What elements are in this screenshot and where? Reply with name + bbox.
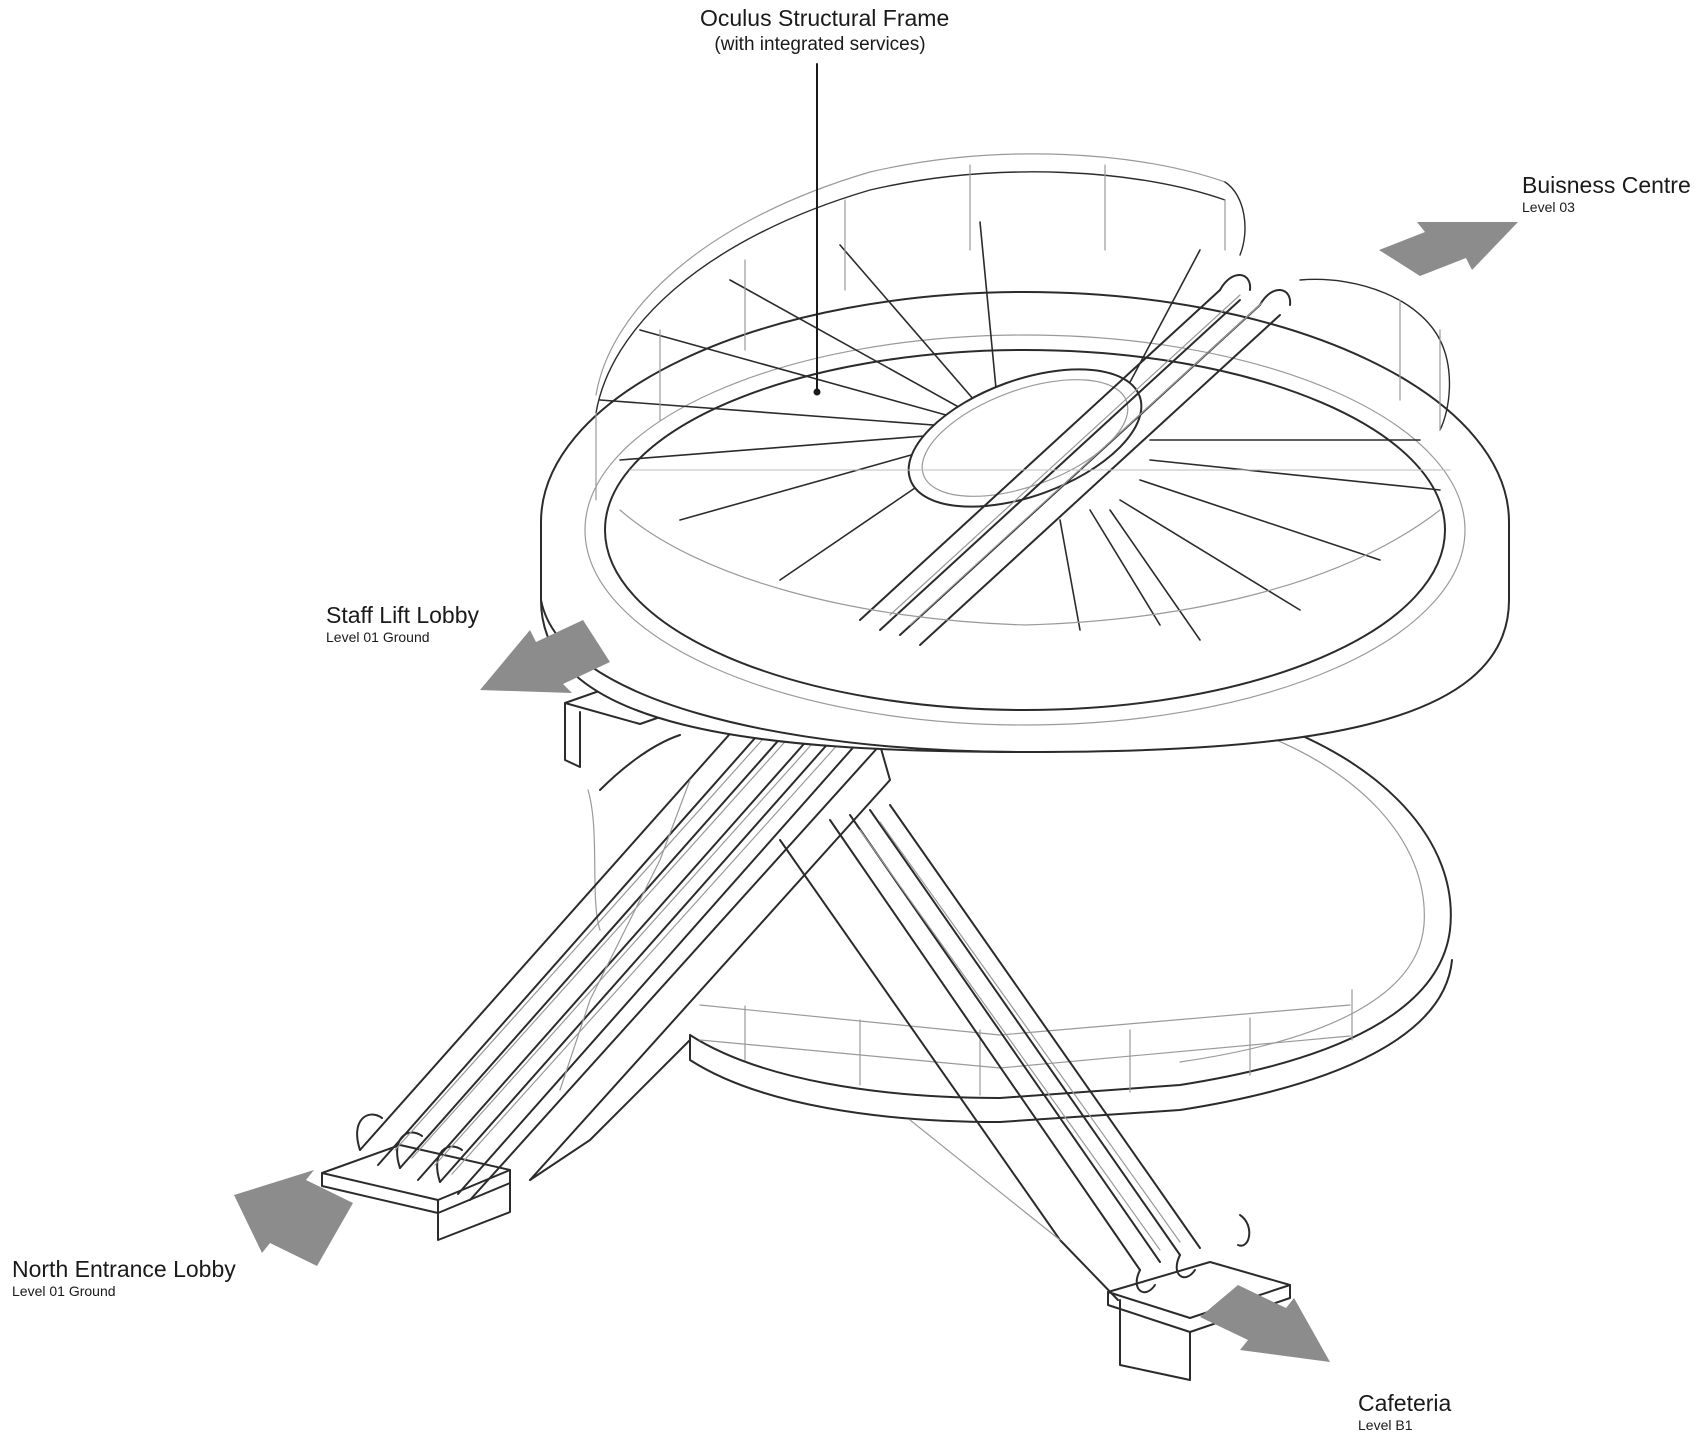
cafeteria-label: Cafeteria Level B1 xyxy=(1358,1390,1451,1434)
cafeteria-subtitle: Level B1 xyxy=(1358,1417,1413,1433)
landing-cafeteria xyxy=(1107,1261,1291,1381)
staff-title: Staff Lift Lobby xyxy=(326,602,480,628)
north-label: North Entrance Lobby Level 01 Ground xyxy=(12,1256,236,1300)
business-subtitle: Level 03 xyxy=(1522,199,1575,215)
cafeteria-title: Cafeteria xyxy=(1358,1390,1452,1416)
staff-label: Staff Lift Lobby Level 01 Ground xyxy=(326,602,479,646)
upper-ring-slab xyxy=(540,291,1510,753)
oculus-leader-dot xyxy=(813,388,821,396)
staff-subtitle: Level 01 Ground xyxy=(326,629,430,645)
oculus-title: Oculus Structural Frame xyxy=(700,5,950,31)
north-subtitle: Level 01 Ground xyxy=(12,1283,116,1299)
upper-balustrade xyxy=(595,153,1451,626)
north-title: North Entrance Lobby xyxy=(12,1256,236,1282)
arrow-icon xyxy=(234,1170,353,1266)
escalator-north xyxy=(356,699,891,1201)
landing-north xyxy=(321,1144,511,1241)
oculus-subtitle: (with integrated services) xyxy=(714,34,926,55)
arrow-icon xyxy=(1379,222,1518,276)
arrow-icon xyxy=(1200,1285,1330,1362)
arrow-icon xyxy=(480,620,610,693)
business-title: Buisness Centre xyxy=(1522,172,1691,198)
escalator-cafeteria xyxy=(779,804,1251,1301)
business-label: Buisness Centre Level 03 xyxy=(1522,172,1691,216)
oculus-label: Oculus Structural Frame (with integrated… xyxy=(700,5,950,57)
